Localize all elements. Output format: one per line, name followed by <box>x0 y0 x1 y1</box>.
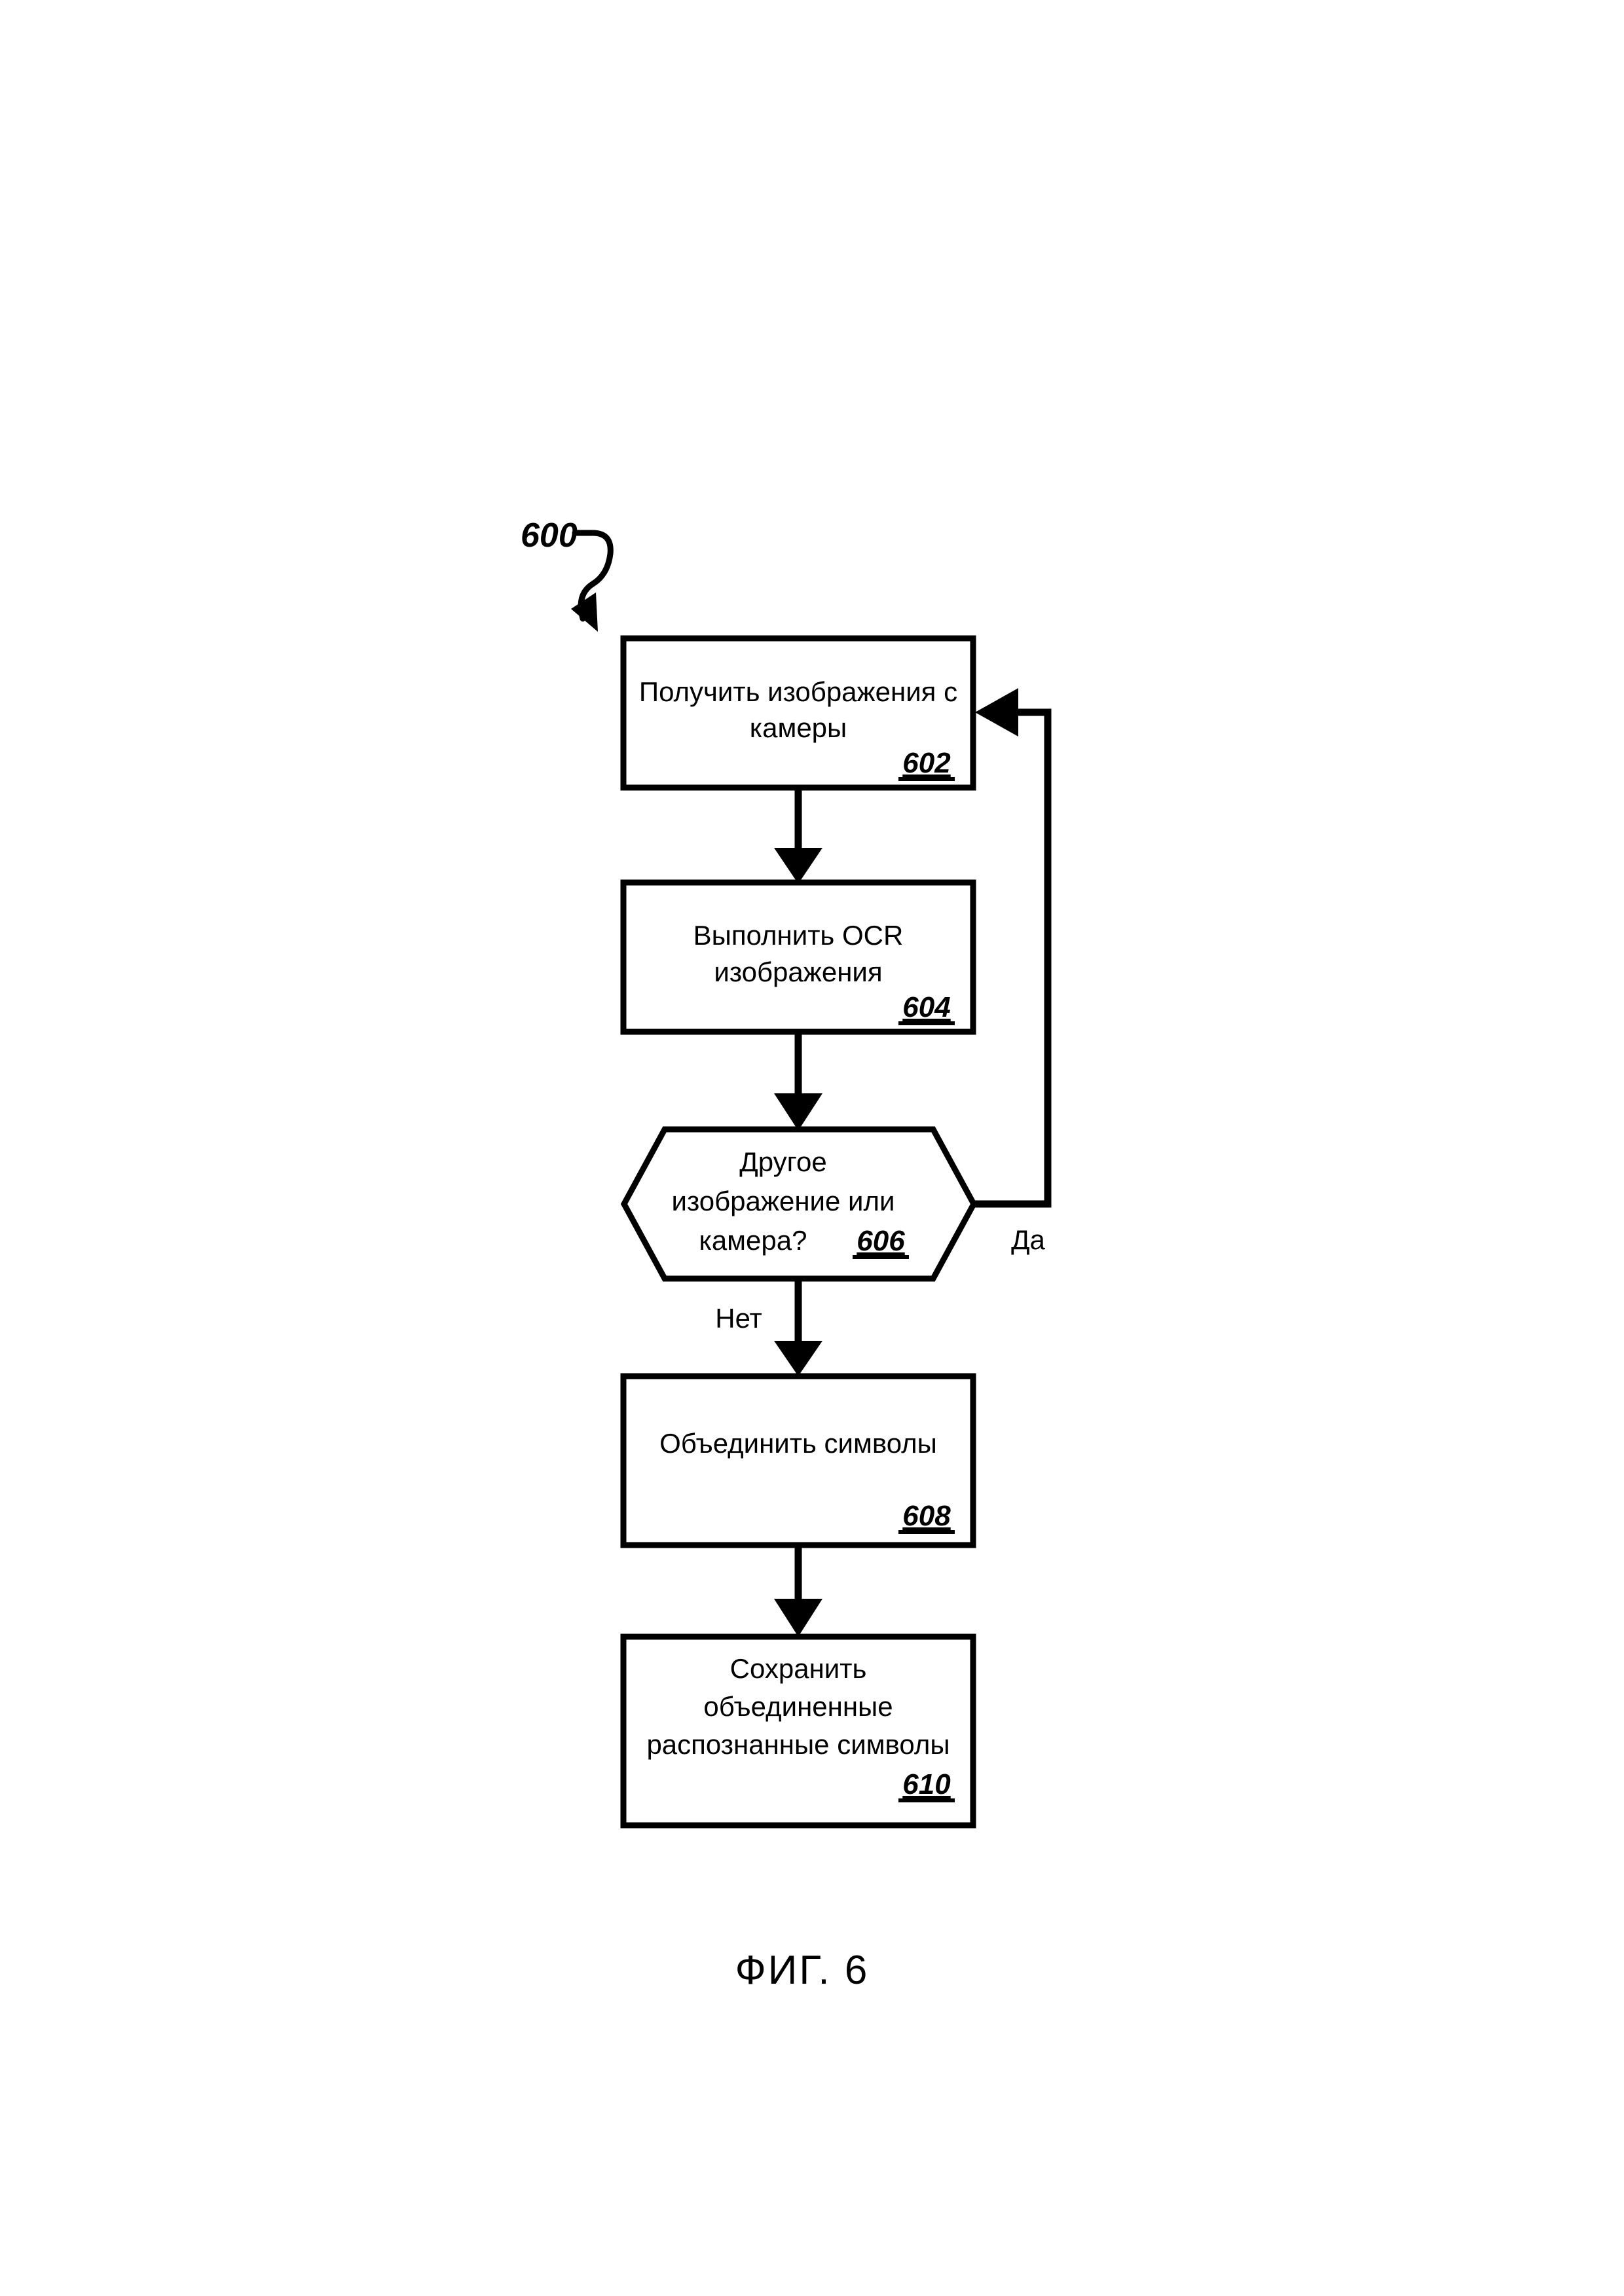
node-606-ref: 606 <box>857 1225 905 1257</box>
node-604-ref: 604 <box>902 991 950 1023</box>
node-606-line-1: Другое <box>739 1146 826 1177</box>
edge-604-606-arrowhead <box>774 1093 822 1131</box>
edge-608-610-arrowhead <box>774 1599 822 1637</box>
node-608-shape[interactable] <box>620 1373 976 1548</box>
node-606-shape[interactable] <box>620 1126 978 1282</box>
node-610-line-3: распознанные символы <box>646 1729 950 1760</box>
node-606-line-2: изображение или <box>672 1186 895 1216</box>
node-610-ref: 610 <box>902 1768 951 1800</box>
node-602-line-2: камеры <box>750 712 847 743</box>
edge-606-608-arrowhead <box>774 1341 822 1376</box>
node-604-line-2: изображения <box>714 957 882 987</box>
node-610-line-1: Сохранить <box>730 1653 867 1684</box>
node-608-line-1: Объединить символы <box>659 1428 937 1459</box>
process-number-600: 600 <box>521 517 578 555</box>
figure-caption: ФИГ. 6 <box>735 1948 870 1993</box>
leader-curve <box>572 530 614 622</box>
node-608-ref: 608 <box>902 1500 951 1532</box>
edge-label-no: Нет <box>715 1303 762 1334</box>
node-604-line-1: Выполнить OCR <box>693 920 904 951</box>
node-602-ref: 602 <box>902 747 951 779</box>
edge-label-yes: Да <box>1011 1224 1045 1255</box>
node-610-shape[interactable] <box>620 1633 976 1829</box>
edge-606-602-line <box>974 708 1052 1208</box>
leader-arrowhead <box>571 592 598 632</box>
node-606-line-3: камера? <box>699 1225 807 1256</box>
edge-606-602-arrowhead <box>975 688 1018 737</box>
node-610-line-2: объединенные <box>703 1691 893 1722</box>
edge-602-604-arrowhead <box>774 848 822 884</box>
node-602-shape[interactable] <box>620 635 976 791</box>
node-602-line-1: Получить изображения с <box>639 676 957 707</box>
